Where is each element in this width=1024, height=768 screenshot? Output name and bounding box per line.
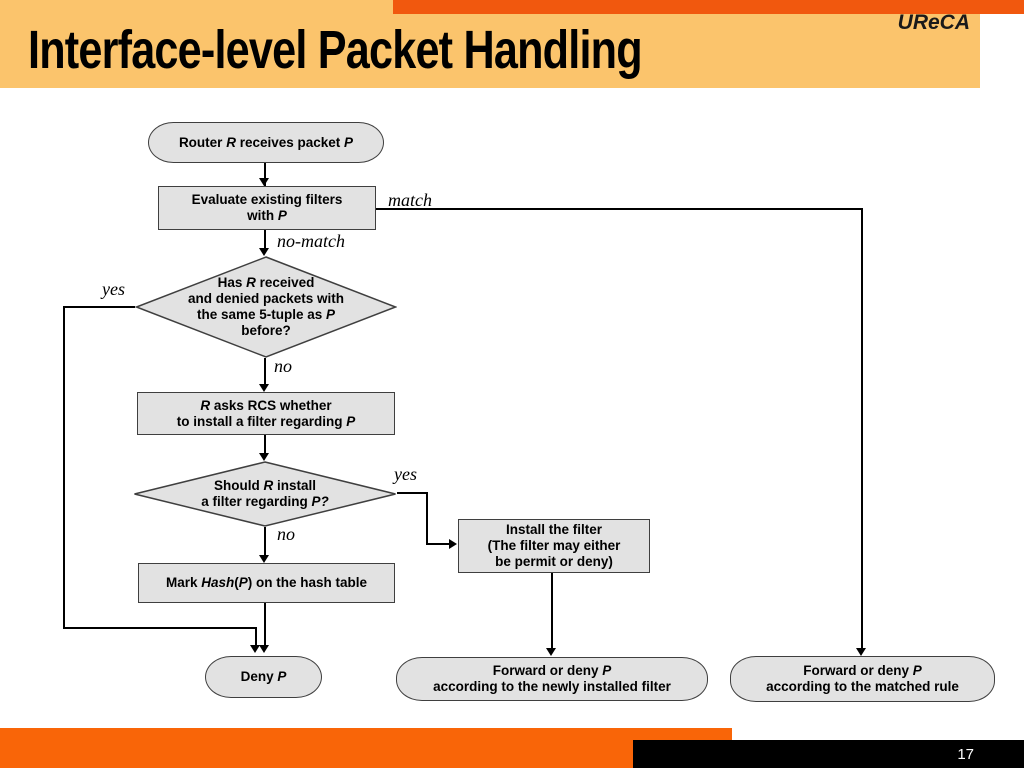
node-should-install-label: Should R install a filter regarding P? <box>201 478 329 509</box>
accent-bar-top <box>393 0 1024 14</box>
connector-yes2-into-install <box>426 543 449 545</box>
diamond-shape-icon <box>135 256 397 358</box>
node-ask-rcs-label: R asks RCS whether to install a filter r… <box>176 397 356 429</box>
arrowhead-yes1-deny <box>250 645 260 653</box>
edge-label-match: match <box>388 190 432 210</box>
arrowhead-markhash-deny <box>259 645 269 653</box>
connector-match-horizontal <box>376 208 863 210</box>
connector-diamond1-askrcs <box>264 358 266 385</box>
connector-askrcs-diamond2 <box>264 435 266 454</box>
node-forward-matched-label: Forward or deny P according to the match… <box>766 663 959 694</box>
connector-yes1-into-deny <box>255 627 257 645</box>
connector-start-evaluate <box>264 163 266 186</box>
node-start-label: Router R receives packet P <box>178 134 354 150</box>
footer-bar-black: 17 <box>633 740 1024 768</box>
slide-title: Interface-level Packet Handling <box>28 20 643 80</box>
connector-match-vertical <box>861 208 863 648</box>
node-forward-installed-label: Forward or deny P according to the newly… <box>433 663 671 694</box>
arrowhead-diamond2-markhash <box>259 555 269 563</box>
connector-yes1-right <box>63 627 257 629</box>
node-mark-hash: Mark Hash(P) on the hash table <box>138 563 395 603</box>
arrowhead-yes2-install <box>449 538 457 549</box>
node-start: Router R receives packet P <box>148 122 384 163</box>
edge-label-no-match: no-match <box>277 231 345 251</box>
edge-label-yes-received: yes <box>102 279 125 299</box>
node-forward-matched: Forward or deny P according to the match… <box>730 656 995 702</box>
node-has-received-decision: Has R received and denied packets with t… <box>135 256 397 358</box>
arrowhead-match <box>856 648 866 656</box>
connector-markhash-deny <box>264 603 266 645</box>
arrowhead-install-forward <box>546 648 556 656</box>
diamond-shape-icon <box>134 461 396 527</box>
node-evaluate-filters: Evaluate existing filters with P <box>158 186 376 230</box>
node-should-install-decision: Should R install a filter regarding P? <box>133 461 397 527</box>
arrowhead-askrcs-diamond2 <box>259 453 269 461</box>
node-deny-label: Deny P <box>240 669 287 684</box>
connector-install-forward <box>551 572 553 648</box>
arrowhead-diamond1-askrcs <box>259 384 269 392</box>
node-deny: Deny P <box>205 656 322 698</box>
edge-label-no-received: no <box>274 356 292 376</box>
node-forward-installed: Forward or deny P according to the newly… <box>396 657 708 701</box>
connector-evaluate-diamond1 <box>264 230 266 249</box>
edge-label-yes-install: yes <box>394 464 417 484</box>
node-ask-rcs: R asks RCS whether to install a filter r… <box>137 392 395 435</box>
arrowhead-start-evaluate <box>259 178 269 186</box>
node-evaluate-label: Evaluate existing filters with P <box>191 192 343 223</box>
header-band <box>0 0 980 88</box>
connector-yes2-right <box>397 492 428 494</box>
connector-yes2-down <box>426 492 428 545</box>
edge-label-no-install: no <box>277 524 295 544</box>
connector-yes1-down <box>63 306 65 629</box>
arrowhead-evaluate-diamond1 <box>259 248 269 256</box>
node-mark-hash-label: Mark Hash(P) on the hash table <box>165 575 368 590</box>
connector-diamond2-markhash <box>264 527 266 556</box>
node-install-filter: Install the filter (The filter may eithe… <box>458 519 650 573</box>
footer-bar-orange <box>0 728 732 768</box>
connector-yes1-left <box>63 306 135 308</box>
logo-text: UReCA <box>897 11 970 34</box>
node-install-filter-label: Install the filter (The filter may eithe… <box>487 522 621 569</box>
node-has-received-label: Has R received and denied packets with t… <box>187 275 345 338</box>
page-number: 17 <box>957 745 974 763</box>
